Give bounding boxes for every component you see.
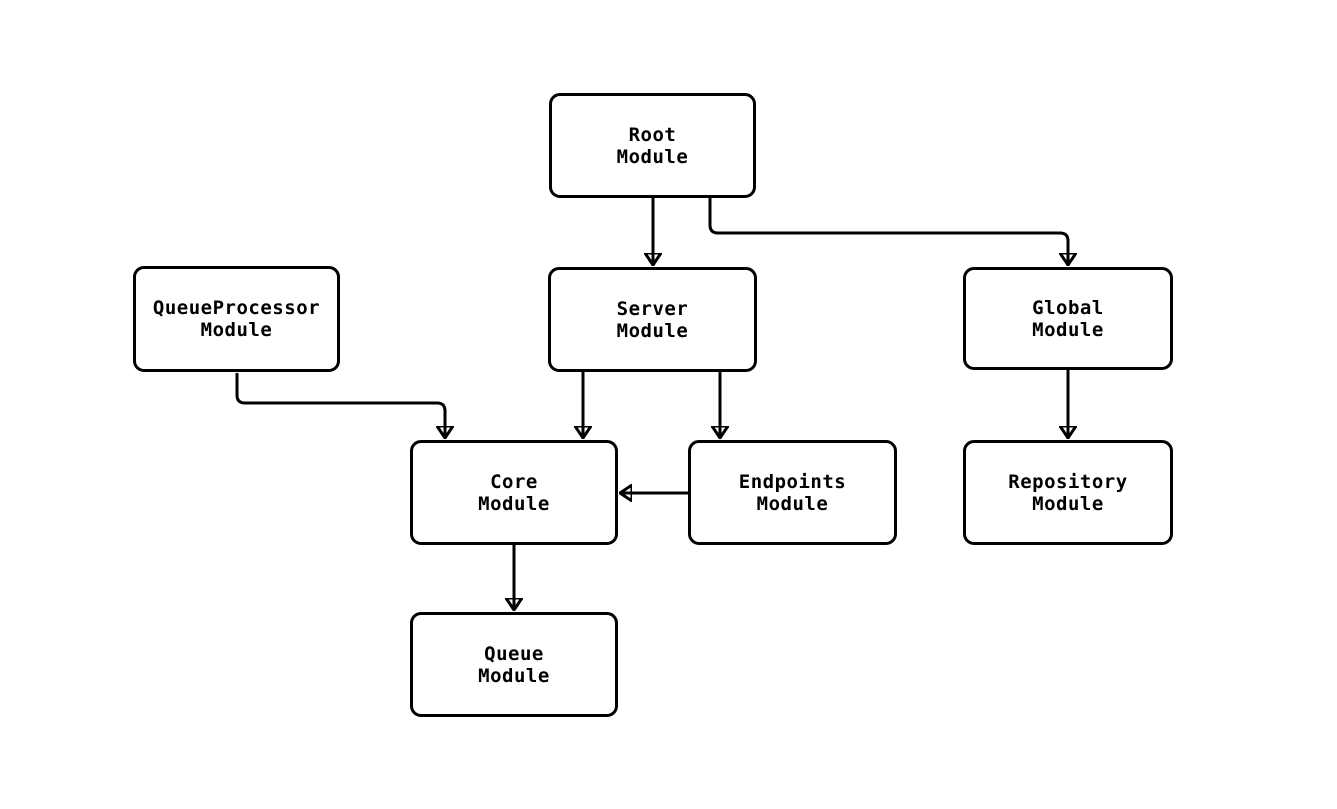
node-label-line1: Root [628,123,677,146]
node-server-module: Server Module [548,267,757,372]
node-label: Root Module [617,124,689,168]
node-label-line1: Global [1032,296,1104,319]
node-label-line2: Module [1032,492,1104,515]
edge-queueprocessor-to-core [235,373,445,438]
node-core-module: Core Module [410,440,618,545]
node-label-line2: Module [200,319,273,341]
node-global-module: Global Module [963,267,1173,370]
node-label-line1: Core [490,470,538,493]
node-queue-module: Queue Module [410,612,618,717]
node-label: Repository Module [1008,471,1127,515]
node-label-line1: Server [616,297,689,320]
node-label-line2: Module [478,664,550,687]
node-label: Global Module [1032,297,1104,341]
node-endpoints-module: Endpoints Module [688,440,897,545]
node-label-line1: QueueProcessor [152,297,321,319]
node-label-line1: Queue [484,642,544,665]
node-label: Endpoints Module [739,471,846,515]
node-label-line2: Module [1032,318,1104,341]
node-label-line2: Module [616,145,689,168]
node-label: Core Module [478,471,550,515]
node-label: Queue Module [478,643,550,687]
node-label-line1: Repository [1008,470,1128,493]
node-queueprocessor-module: QueueProcessor Module [133,266,340,372]
node-label-line1: Endpoints [738,470,847,493]
edge-root-to-global [708,198,1068,265]
node-label-line2: Module [756,492,829,515]
node-repository-module: Repository Module [963,440,1173,545]
node-label-line2: Module [616,319,689,342]
node-label-line2: Module [478,492,550,515]
node-label: QueueProcessor Module [153,297,320,341]
node-root-module: Root Module [549,93,756,198]
node-label: Server Module [617,298,689,342]
